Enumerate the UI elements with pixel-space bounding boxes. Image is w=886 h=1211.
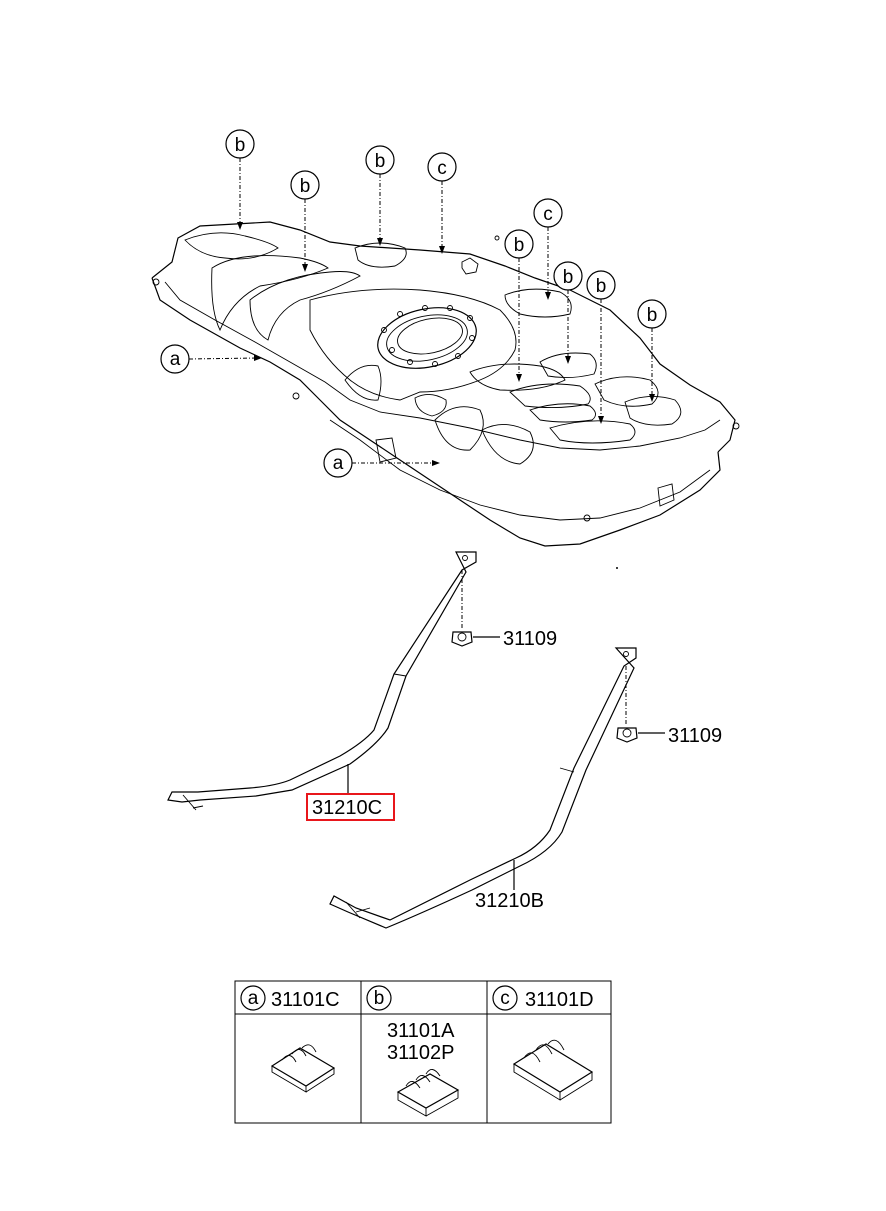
fuel-tank [151, 221, 740, 547]
legend-part-31102p: 31102P [387, 1042, 454, 1064]
callout-letter-c: c [437, 158, 447, 179]
legend-circle-c [492, 985, 518, 1011]
legend-letter-a: a [248, 988, 259, 1009]
legend-letter-b: b [374, 988, 385, 1009]
callout-letter-b: b [647, 305, 658, 326]
callout-letter-b: b [375, 151, 386, 172]
pad-icon-c [512, 1039, 594, 1101]
callout-letter-c: c [543, 204, 553, 225]
callout-circle-a [160, 344, 190, 374]
callout-circle-b [586, 270, 616, 300]
part-label-31210c: 31210C [312, 797, 382, 819]
strap-31210b [329, 647, 637, 929]
legend-part-31101c: 31101C [271, 989, 340, 1011]
legend-circle-b [366, 985, 392, 1011]
callout-circle-a [323, 448, 353, 478]
callout-circle-c [533, 198, 563, 228]
callout-letter-b: b [235, 135, 246, 156]
callout-letter-a: a [170, 349, 181, 370]
callout-letter-b: b [514, 235, 525, 256]
part-label-31210b: 31210B [475, 890, 544, 912]
callouts: b b b c c b b b [160, 129, 667, 478]
callout-letter-b: b [563, 267, 574, 288]
legend-part-31101d: 31101D [525, 989, 594, 1011]
callout-letter-a: a [333, 453, 344, 474]
legend-circle-a [240, 985, 266, 1011]
bolt-31109-right [616, 727, 665, 743]
legend-table: a 31101C b 31101A 31102P c 31101D [234, 980, 612, 1124]
pad-icon-a [270, 1044, 336, 1093]
bolt-31109-left [451, 631, 500, 647]
pad-icon-b [396, 1069, 460, 1117]
legend-letter-c: c [500, 988, 510, 1009]
callout-circle-b [637, 299, 667, 329]
part-label-31109-right: 31109 [668, 725, 722, 747]
highlight-box-31210c [306, 793, 395, 821]
callout-circle-b [553, 261, 583, 291]
callout-circle-b [225, 129, 255, 159]
callout-circle-b [504, 229, 534, 259]
part-label-31109-left: 31109 [503, 628, 557, 650]
callout-circle-c [427, 152, 457, 182]
flange-bolts [381, 305, 475, 367]
callout-letter-b: b [300, 176, 311, 197]
callout-circle-b [290, 170, 320, 200]
legend-part-31101a: 31101A [387, 1020, 455, 1042]
strap-31210c [167, 551, 477, 811]
callout-letter-b: b [596, 276, 607, 297]
callout-circle-b [365, 145, 395, 175]
